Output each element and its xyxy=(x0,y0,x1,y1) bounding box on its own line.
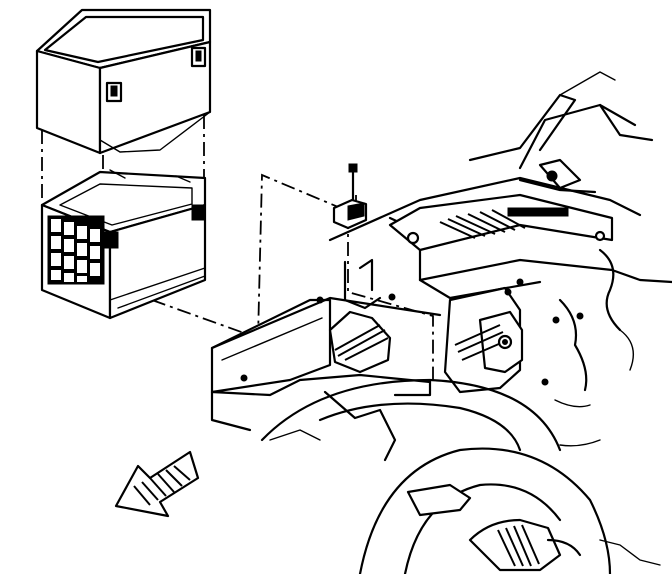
battery-hold-down-retainer xyxy=(332,163,368,230)
battery-cell-grid xyxy=(47,215,105,285)
battery-terminal-icon xyxy=(191,204,206,221)
battery-terminal-icon xyxy=(103,231,119,249)
vehicle-frame-structure xyxy=(210,71,672,574)
front-direction-arrow-icon xyxy=(114,450,200,518)
battery xyxy=(40,169,207,320)
battery-insulator-cover xyxy=(35,8,212,155)
retainer-bolt-icon xyxy=(348,163,358,173)
